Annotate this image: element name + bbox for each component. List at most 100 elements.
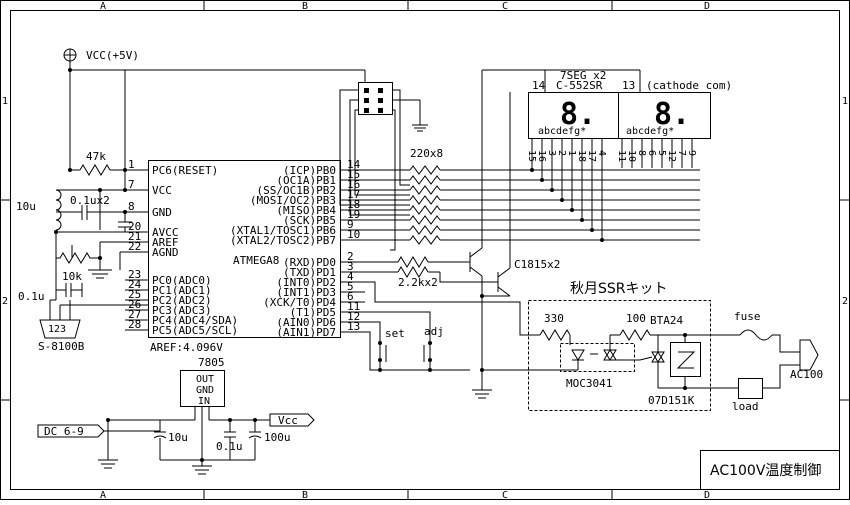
mcu-right-pin-label: (RXD)PD0 [283,256,336,269]
frame-row-right-2: 2 [842,296,848,307]
display-pin14: 14 [532,79,546,92]
mcu-right-pin-label: (TXD)PD1 [283,266,336,279]
dc-input-tag [37,424,105,438]
mcu-left-pin-num: 21 [128,230,141,243]
frame-col-bottom-a: A [100,490,106,500]
mcu-right-pin-label: (XTAL1/TOSC1)PB6 [230,224,336,237]
transistor-stage: 2.2kx2 C1815x2 [340,70,560,399]
frame-row-left-2: 2 [2,296,8,307]
frame-row-left-1: 1 [2,96,8,107]
opto-label: MOC3041 [566,377,612,390]
mcu-left-pin-label: PC4(ADC4/SDA) [152,314,238,327]
disp-pin-left: 3 [546,150,557,156]
mcu-left-pin-num: 20 [128,220,141,233]
vcc-label: VCC(+5V) [86,49,139,62]
transistor-label: C1815x2 [514,258,560,271]
mcu-right-pin-num: 12 [347,310,360,323]
ssr-kit: 秋月SSRキット 330 MOC3041 100 BTA24 [528,281,711,411]
mcu-left-pin-label: VCC [152,184,172,197]
mcu-right-pin-label: (XTAL2/TOSC2)PB7 [230,234,336,247]
disp-pin-left: 15 [526,150,537,162]
mcu-left-pin-num: 24 [128,278,142,291]
resistor-47k-label: 47k [86,150,106,163]
mcu-left-pin-num: 8 [128,200,135,213]
disp-pin-left: 1 [566,150,577,156]
mcu-left-pin-num: 23 [128,268,141,281]
reset-power-network: 47k 10u 0.1ux2 10k [16,70,148,353]
disp-pin-right: 11 [616,150,627,162]
mcu-right-pin-num: 4 [347,270,354,283]
display-pin13: 13 [622,79,635,92]
ac-label: AC100 [790,368,823,381]
mcu-right-pin-label: (SCK)PB5 [283,214,336,227]
display-label: 7SEG x2 [560,69,606,82]
switch-adj-label: adj [424,325,444,338]
vcc-out-tag [269,413,315,427]
frame-col-top-d: D [704,1,710,12]
seg-row-left: abcdefg* [538,126,586,137]
res-array-element [409,235,441,245]
mcu-left-pin-label: PC1(ADC1) [152,284,212,297]
disp-pin-right: 10 [626,150,637,162]
ssr-r1-label: 330 [544,312,564,325]
ssr-kit-label: 秋月SSRキット [570,281,668,297]
resistor-array-220x8: 220x8 [365,147,700,245]
frame-col-bottom-d: D [704,490,710,500]
mcu-right-pin-label: (T1)PD5 [290,306,336,319]
title-text: AC100V温度制御 [710,463,821,479]
mcu-right-pin-label: (INT1)PD3 [276,286,336,299]
mcu-right-pin-num: 2 [347,250,354,263]
bypass-cap-label: 0.1ux2 [70,194,110,207]
mcu-right-pin-label: (MOSI/OC2)PB3 [250,194,336,207]
res-array-element [409,165,441,175]
base-res-label: 2.2kx2 [398,276,438,289]
mcu-right-pin-num: 6 [347,290,354,303]
res-array-label: 220x8 [410,147,443,160]
fuse-label: fuse [734,310,761,323]
res-array-element [409,215,441,225]
disp-pin-left: 17 [586,150,597,162]
switch-inputs: set adj [340,281,528,372]
mcu-right-pin-label: (AIN0)PD6 [276,316,336,329]
digit-left: 8. [560,97,596,132]
title-block: AC100V温度制御 [700,450,840,490]
digit-right: 8. [654,97,690,132]
disp-pin-right: 6 [646,150,657,156]
mcu-right-pin-label: (ICP)PB0 [283,164,336,177]
regulator-7805: 7805 OUT GND IN DC 6-9 10u 0.1u [37,356,315,475]
mcu-right-pin-num: 3 [347,260,354,273]
disp-pin-right: 12 [666,150,677,162]
triac-label: BTA24 [650,314,683,327]
mcu-aref-note: AREF:4.096V [150,341,223,354]
mcu-left-pin-label: PC5(ADC5/SCL) [152,324,238,337]
disp-pin-right: 9 [686,150,697,156]
reg-pin-out: OUT [196,374,214,385]
mcu-left-pin-num: 27 [128,308,141,321]
disp-pin-left: 16 [536,150,547,162]
ac-side: fuse load AC100 [710,310,823,413]
mcu-left-pin-label: PC2(ADC2) [152,294,212,307]
mcu-right-pin-num: 5 [347,280,354,293]
pot-label: 10k [62,270,82,283]
reg-cmid-label: 0.1u [216,440,243,453]
frame-col-top-c: C [502,1,508,12]
dc-input-label: DC 6-9 [44,425,84,438]
mcu-name: ATMEGA8 [233,254,279,267]
seg-row-right: abcdefg* [626,126,674,137]
reg-pin-in: IN [198,396,210,407]
mcu-left-pin-num: 1 [128,158,135,171]
mcu-left-pin-label: GND [152,206,172,219]
res-array-element [409,225,441,235]
mcu-left-pin-label: AREF [152,236,179,249]
disp-pin-right: 8 [636,150,647,156]
mcu-right-pin-label: (OC1A)PB1 [276,174,336,187]
sensor-label: S-8100B [38,340,85,353]
disp-pin-right: 5 [656,150,667,156]
reg-pin-gnd: GND [196,385,214,396]
mcu-left-pin-num: 22 [128,240,141,253]
res-array-element [409,185,441,195]
reg-cout-label: 100u [264,431,291,444]
